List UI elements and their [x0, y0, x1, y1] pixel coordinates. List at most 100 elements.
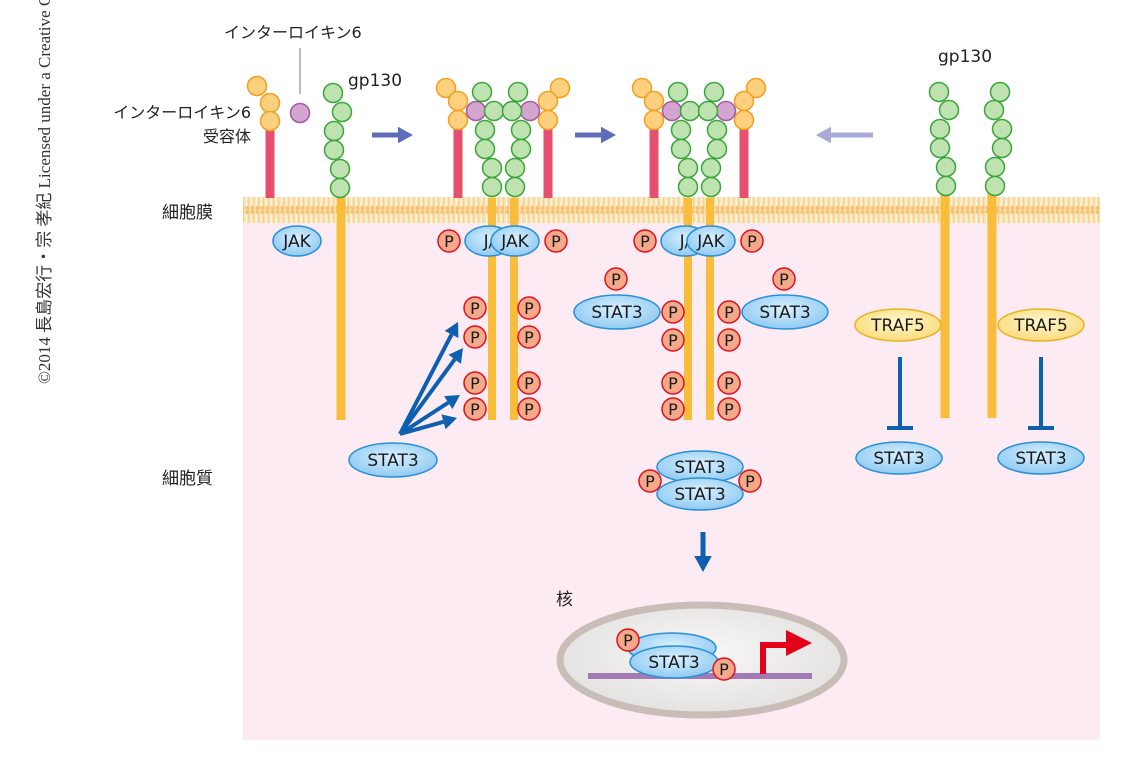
complex-stage2-gp130-left-domain-1	[471, 81, 493, 103]
gp130-stage3-left-phospho-3-label: P	[668, 374, 678, 393]
gp130-stage2-right-phospho-2-label: P	[524, 328, 534, 347]
complex-stage2-gp130-right-domain-5	[504, 157, 526, 179]
gp130-stage3-left-phospho-1	[661, 300, 685, 324]
gp130-stage4-left-domain-5	[935, 156, 957, 178]
step-arrow-2-head	[601, 126, 616, 144]
stat3-dimer-phospho-left	[638, 469, 662, 493]
il6r-stage1-domain-3	[259, 110, 281, 132]
transcription-start-arrow-head	[786, 630, 812, 656]
stat3-stage3-right	[741, 294, 829, 330]
complex-stage2-il6r-right-domain-1	[549, 77, 571, 99]
complex-stage3-il6r-left-domain-1	[631, 77, 653, 99]
complex-stage3-il6r-right-stalk	[739, 128, 749, 198]
gp130-stage2-left-phospho-2-label: P	[470, 328, 480, 347]
complex-stage3-gp130-right-domain-2	[697, 100, 719, 122]
complex-stage3-il6r-left-domain-2	[643, 90, 665, 112]
gp130-stage1-domain-4	[323, 139, 345, 161]
gp130-stage2-left-phospho-4-label: P	[470, 400, 480, 419]
stat3-stage2	[348, 442, 438, 478]
complex-stage2-il6r-right-stalk	[543, 128, 553, 198]
gp130-stage2-right-phospho-4	[517, 397, 541, 421]
complex-stage2-gp130-left-domain-5	[481, 157, 503, 179]
complex-stage2-gp130-right-domain-2	[501, 100, 523, 122]
gp130-stage4-right-domain-4	[991, 137, 1013, 159]
gp130-stage3-right-phospho-2	[717, 328, 741, 352]
stat3-stage3-right-phospho	[772, 267, 796, 291]
stat3-stage3-left-label: STAT3	[591, 303, 642, 323]
complex-stage3-gp130-right-domain-5	[700, 157, 722, 179]
gp130-stage1-domain-1	[322, 82, 344, 104]
gp130-stage3-left-phospho-3	[661, 371, 685, 395]
gp130-stage1-tail	[336, 190, 346, 420]
complex-stage3-il6r-right-domain-3	[733, 109, 755, 131]
gp130-stage3-right-phospho-3-label: P	[724, 374, 734, 393]
complex-stage3-jak-right	[686, 225, 736, 257]
stat3-nuclear-phospho-left	[616, 628, 640, 652]
complex-stage3-gp130-left-domain-2	[679, 100, 701, 122]
gp130-stage3-left-phospho-2	[661, 328, 685, 352]
gp130-stage1-domain-6	[329, 177, 351, 199]
complex-stage2-jak-phospho-right-label: P	[551, 232, 561, 251]
complex-stage2-il6r-left-domain-1	[435, 77, 457, 99]
complex-stage3-gp130-left-domain-4	[670, 138, 692, 160]
gp130-stage4-right-domain-3	[991, 118, 1013, 140]
transcription-start-arrow-shaft	[760, 642, 790, 674]
complex-stage3-jak-phospho-right-label: P	[747, 232, 757, 251]
complex-stage2-gp130-right-domain-1	[507, 81, 529, 103]
complex-stage3-gp130-right-domain-6	[700, 176, 722, 198]
complex-stage3-jak-phospho-right	[740, 229, 764, 253]
gp130-label-left: gp130	[348, 71, 402, 91]
complex-stage3-jak-phospho-left-label: P	[640, 232, 650, 251]
gp130-stage1-domain-3	[323, 120, 345, 142]
complex-stage2-gp130-left-domain-6	[481, 176, 503, 198]
complex-stage3-gp130-right-tail	[706, 198, 714, 420]
gp130-stage1-domain-5	[329, 158, 351, 180]
complex-stage3-gp130-left-domain-3	[670, 119, 692, 141]
gp130-stage4-left-domain-2	[938, 99, 960, 121]
complex-stage2-il6r-right-domain-3	[537, 109, 559, 131]
stat3-stage2-label: STAT3	[367, 451, 418, 471]
gp130-stage2-right-phospho-4-label: P	[524, 400, 534, 419]
gp130-stage4-left-domain-4	[929, 137, 951, 159]
complex-stage2-gp130-right-domain-4	[510, 138, 532, 160]
gp130-stage2-right-phospho-3	[517, 371, 541, 395]
complex-stage3-il6-right	[715, 100, 737, 122]
stat3-stage3-right-phospho-label: P	[779, 270, 789, 289]
gp130-stage2-right-phospho-1-label: P	[524, 299, 534, 318]
complex-stage2-gp130-right-domain-6	[504, 176, 526, 198]
stat3-inhibited-right-label: STAT3	[1015, 449, 1066, 469]
stat3-stage3-left-phospho-label: P	[611, 270, 621, 289]
gp130-stage2-right-phospho-2	[517, 325, 541, 349]
complex-stage3-il6r-left-domain-3	[643, 109, 665, 131]
complex-stage3-jak-phospho-left	[633, 229, 657, 253]
complex-stage2-jak-right	[490, 225, 540, 257]
stat3-recruit-arrow-1-shaft	[398, 333, 454, 435]
traf5-right-label: TRAF5	[1013, 316, 1068, 336]
il6-receptor-label-line1: インターロイキン6	[113, 103, 251, 122]
stat3-dimer-bottom-label: STAT3	[674, 485, 725, 505]
gp130-stage4-left-tail	[940, 190, 950, 418]
il6r-stage1-stalk	[265, 118, 275, 198]
stat3-stage3-left	[573, 294, 661, 330]
gp130-stage3-right-phospho-2-label: P	[724, 331, 734, 350]
complex-stage2-il6r-right-domain-2	[537, 90, 559, 112]
traf5-right	[997, 308, 1085, 342]
stat3-recruit-arrow-3-head	[444, 395, 460, 410]
stat3-inhibited-left	[855, 441, 943, 475]
gp130-stage4-left-domain-6	[935, 175, 957, 197]
stat3-dimer-bottom	[656, 477, 744, 511]
stat3-recruit-arrow-3-shaft	[398, 400, 450, 436]
complex-stage2-gp130-left-tail	[488, 198, 496, 420]
complex-stage2-il6r-left-domain-3	[447, 109, 469, 131]
gp130-stage2-left-phospho-2	[463, 325, 487, 349]
complex-stage3-il6-left	[661, 100, 683, 122]
complex-stage3-jak-right-label: JAK	[696, 232, 725, 252]
complex-stage3-gp130-left-domain-6	[677, 176, 699, 198]
jak-stage1	[272, 225, 322, 257]
gp130-stage3-right-phospho-3	[717, 371, 741, 395]
complex-stage2-jak-phospho-left-label: P	[444, 232, 454, 251]
gp130-stage4-right-domain-5	[984, 156, 1006, 178]
complex-stage2-il6-left	[465, 100, 487, 122]
copyright-credit: ©2014 長島宏行・宗 孝紀 Licensed under a Creativ…	[35, 0, 54, 384]
complex-stage3-gp130-left-tail	[684, 198, 692, 420]
